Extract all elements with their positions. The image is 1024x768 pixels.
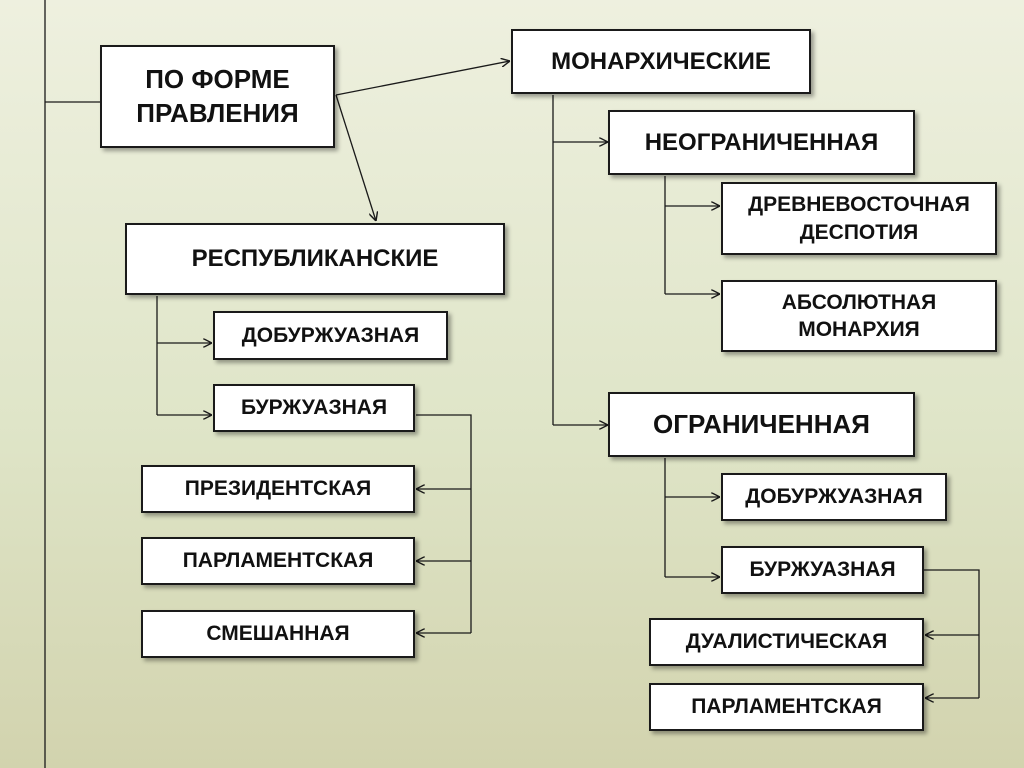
root-to-monarchies-arrow [335,61,510,96]
unlimited-monarchy-node: НЕОГРАНИЧЕННАЯ [608,110,915,175]
root-node: ПО ФОРМЕ ПРАВЛЕНИЯ [100,45,335,148]
presidential-node: ПРЕЗИДЕНТСКАЯ [141,465,415,513]
limited-bourgeois-node: БУРЖУАЗНАЯ [721,546,924,594]
root-to-republics-arrow [335,94,376,221]
republic-bourgeois-node: БУРЖУАЗНАЯ [213,384,415,432]
monarchies-node: МОНАРХИЧЕСКИЕ [511,29,811,94]
limited-prebourgeois-node: ДОБУРЖУАЗНАЯ [721,473,947,521]
despotism-node: ДРЕВНЕВОСТОЧНАЯ ДЕСПОТИЯ [721,182,997,255]
republic-prebourgeois-node: ДОБУРЖУАЗНАЯ [213,311,448,360]
limited-bourgeois-bracket [924,569,980,698]
limited-monarchy-node: ОГРАНИЧЕННАЯ [608,392,915,457]
mixed-republic-node: СМЕШАННАЯ [141,610,415,658]
dualistic-node: ДУАЛИСТИЧЕСКАЯ [649,618,924,666]
republics-bourgeois-bracket [416,414,472,633]
parliamentary-monarchy-node: ПАРЛАМЕНТСКАЯ [649,683,924,731]
absolute-monarchy-node: АБСОЛЮТНАЯ МОНАРХИЯ [721,280,997,352]
parliamentary-republic-node: ПАРЛАМЕНТСКАЯ [141,537,415,585]
republics-node: РЕСПУБЛИКАНСКИЕ [125,223,505,295]
